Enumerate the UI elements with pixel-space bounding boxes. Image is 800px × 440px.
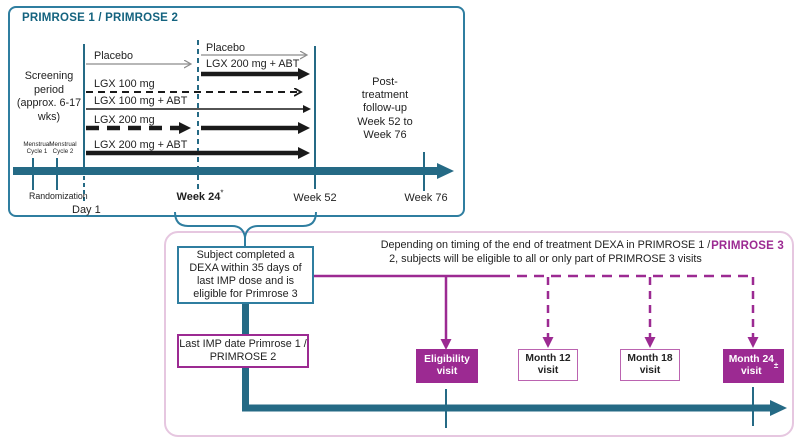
week24-asterisk: * bbox=[220, 188, 224, 198]
menstrual-cycle1-label: Menstrual Cycle 1 bbox=[23, 141, 51, 156]
arm-label-lgx200: LGX 200 mg bbox=[94, 114, 155, 126]
week76-label: Week 76 bbox=[404, 192, 448, 204]
eligibility-note: Depending on timing of the end of treatm… bbox=[380, 239, 711, 265]
arm-label-placebo: Placebo bbox=[94, 50, 134, 62]
arm-label-lgx100-abt: LGX 100 mg + ABT bbox=[94, 95, 188, 107]
dexa-eligibility-box: Subject completed a DEXA within 35 days … bbox=[177, 246, 314, 304]
eligibility-visit-box: Eligibility visit bbox=[416, 349, 478, 383]
screening-period-label: Screening period (approx. 6-17 wks) bbox=[16, 70, 82, 123]
arm-label-placebo-2: Placebo bbox=[206, 42, 246, 54]
primrose3-timeline-axis bbox=[242, 302, 787, 416]
month24-visit-text: Month 24 visit bbox=[728, 353, 774, 378]
arm-label-lgx200-abt-switch: LGX 200 mg + ABT bbox=[206, 58, 300, 70]
primrose-1-2-title: PRIMROSE 1 / PRIMROSE 2 bbox=[22, 12, 179, 24]
month12-visit-box: Month 12 visit bbox=[518, 349, 578, 381]
post-treatment-label: Post- treatment follow-up Week 52 to Wee… bbox=[357, 76, 413, 141]
randomization-label: Randomization bbox=[29, 191, 88, 201]
arm-label-lgx200-abt: LGX 200 mg + ABT bbox=[94, 139, 188, 151]
arm-label-lgx100: LGX 100 mg bbox=[94, 78, 155, 90]
month24-visit-box: Month 24 visit± bbox=[723, 349, 784, 383]
last-imp-date-box: Last IMP date Primrose 1 / PRIMROSE 2 bbox=[177, 334, 309, 368]
week24-52-brace bbox=[174, 211, 317, 238]
week52-label: Week 52 bbox=[293, 192, 337, 204]
day1-label: Day 1 bbox=[72, 204, 101, 216]
week24-label: Week 24* bbox=[170, 188, 230, 203]
week24-text: Week 24 bbox=[176, 191, 221, 203]
month18-visit-box: Month 18 visit bbox=[620, 349, 680, 381]
menstrual-cycle2-label: Menstrual Cycle 2 bbox=[49, 141, 77, 156]
primrose-3-title: PRIMROSE 3 bbox=[711, 240, 784, 252]
